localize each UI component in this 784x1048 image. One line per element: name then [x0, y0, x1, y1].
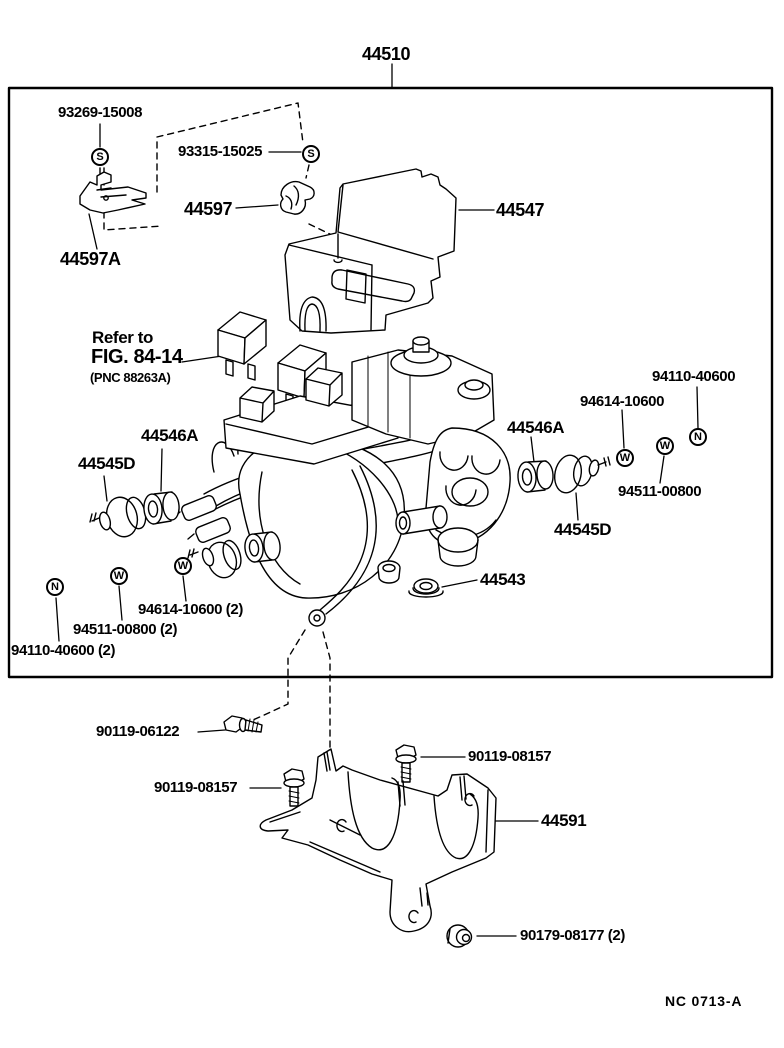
actuator-assembly-drawing: [173, 336, 511, 627]
grommet-44543-drawing: [408, 578, 444, 598]
refer-note-line3: (PNC 88263A): [90, 370, 171, 385]
screw-symbol-s1: S: [91, 148, 109, 166]
part-label-94110-bottom: 94110-40600 (2): [11, 642, 116, 659]
leader-lines: [55, 63, 699, 937]
bolt-06122-drawing: [223, 715, 263, 733]
nut-symbol-bottom-left: N: [46, 578, 64, 596]
bushing-44546a-right-drawing: [517, 460, 554, 493]
part-label-90119-08157-right: 90119-08157: [468, 748, 552, 765]
screw-symbol-s2: S: [302, 145, 320, 163]
part-label-90119-08157-left: 90119-08157: [154, 779, 238, 796]
nut-symbol-right: N: [689, 428, 707, 446]
part-label-44597a: 44597A: [60, 249, 121, 269]
clamp-44597-drawing: [279, 180, 315, 215]
figure-code: NC 0713-A: [665, 993, 743, 1009]
washer-symbol-bottom-left-1: W: [110, 567, 128, 585]
bolt-08157-left-drawing: [283, 768, 305, 807]
part-label-93315-15025: 93315-15025: [178, 143, 263, 160]
part-label-44591: 44591: [541, 811, 587, 830]
cover-44547-drawing: [284, 168, 457, 334]
bracket-44591-drawing: [259, 748, 497, 933]
washer-symbol-bottom-left-2: W: [174, 557, 192, 575]
nut-08177-drawing: [446, 924, 473, 948]
part-label-44546a-right: 44546A: [507, 418, 565, 437]
part-label-44546a-left: 44546A: [141, 426, 199, 445]
part-label-90119-06122: 90119-06122: [96, 723, 180, 740]
part-label-44510: 44510: [362, 44, 411, 64]
part-label-94511-bottom: 94511-00800 (2): [73, 621, 178, 638]
part-label-44547: 44547: [496, 200, 545, 220]
part-label-90179-08177: 90179-08177 (2): [520, 927, 625, 944]
refer-note-line1: Refer to: [92, 328, 154, 347]
part-label-44545d-right: 44545D: [554, 520, 612, 539]
part-label-93269-15008: 93269-15008: [58, 104, 143, 121]
washer-symbol-right-1: W: [616, 449, 634, 467]
part-label-44545d-left: 44545D: [78, 454, 136, 473]
grommet-44545d-right-drawing: [553, 454, 611, 494]
grommet-44545d-left-drawing: [89, 496, 147, 538]
washer-symbol-right-2: W: [656, 437, 674, 455]
part-label-94511-right: 94511-00800: [618, 483, 702, 500]
part-label-94614-bottom: 94614-10600 (2): [138, 601, 243, 618]
diagram-frame: [7, 86, 774, 679]
bushing-44546a-left-drawing: [143, 491, 180, 525]
bolt-08157-right-drawing: [395, 744, 417, 783]
part-label-94614-right: 94614-10600: [580, 393, 665, 410]
part-label-44597: 44597: [184, 199, 233, 219]
part-label-44543: 44543: [480, 570, 526, 589]
part-label-94110-right: 94110-40600: [652, 368, 736, 385]
bracket-44597a-drawing: [79, 171, 147, 214]
refer-note-line2: FIG. 84-14: [91, 346, 183, 368]
